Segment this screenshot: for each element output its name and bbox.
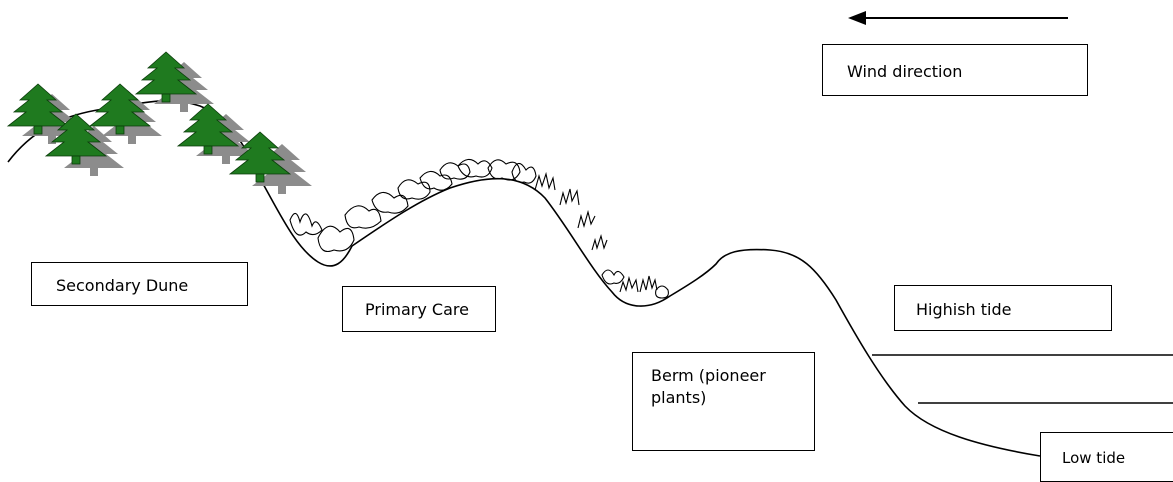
wind-direction-label: Wind direction	[822, 44, 1088, 96]
berm-label: Berm (pioneer plants)	[632, 352, 815, 451]
low-tide-text: Low tide	[1062, 449, 1125, 467]
primary-care-text: Primary Care	[365, 300, 469, 319]
highish-tide-text: Highish tide	[916, 300, 1012, 319]
highish-tide-label: Highish tide	[894, 285, 1112, 331]
secondary-dune-text: Secondary Dune	[56, 276, 188, 295]
berm-text: Berm (pioneer plants)	[651, 365, 801, 409]
left-arrow-icon	[848, 11, 1068, 25]
primary-care-label: Primary Care	[342, 286, 496, 332]
secondary-dune-label: Secondary Dune	[31, 262, 248, 306]
wind-direction-text: Wind direction	[847, 62, 962, 81]
low-tide-label: Low tide	[1040, 432, 1173, 482]
